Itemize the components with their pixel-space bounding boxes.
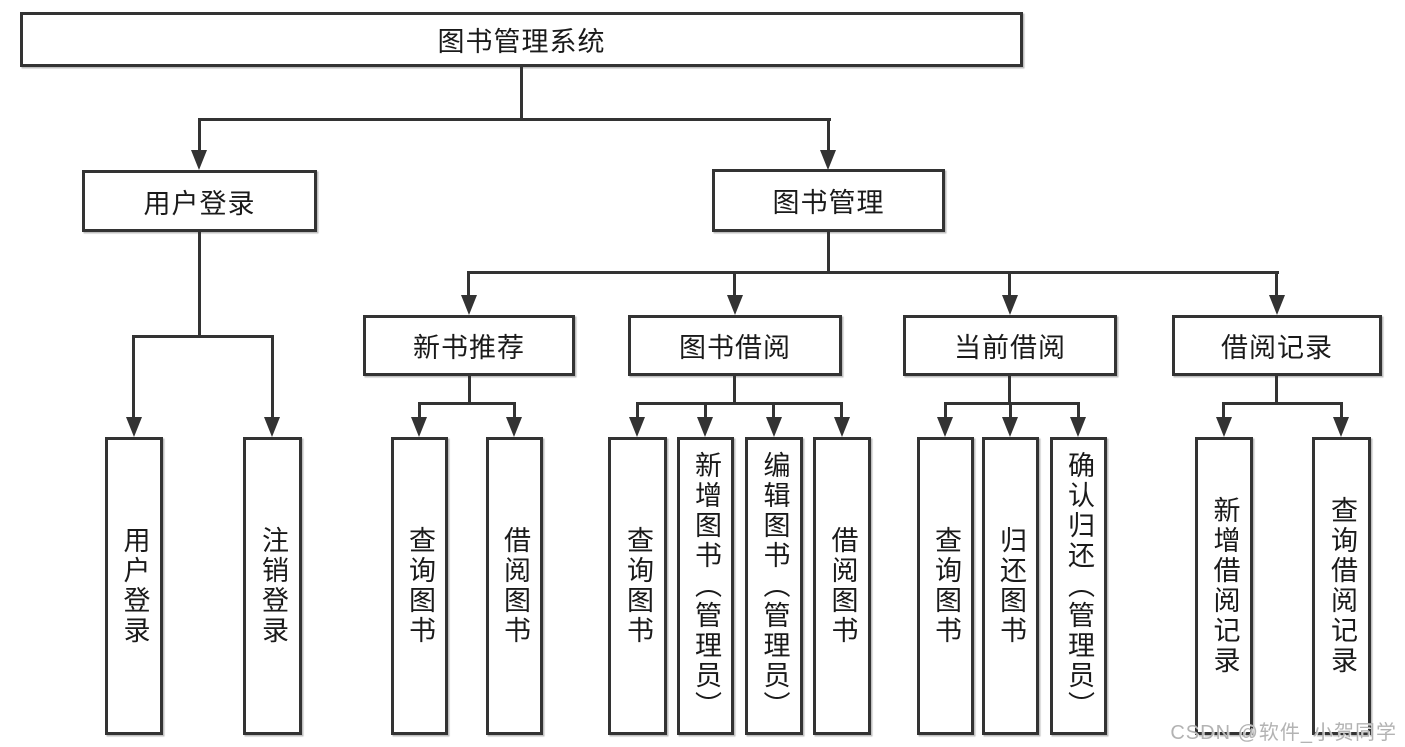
arrowhead-down-icon	[766, 417, 782, 437]
connector-line	[1340, 402, 1343, 418]
csdn-watermark: CSDN @软件_小贺同学	[1170, 722, 1397, 744]
connector-line	[467, 271, 1279, 274]
arrowhead-down-icon	[191, 150, 207, 170]
connector-line	[132, 335, 274, 338]
node-book-management: 图书管理	[712, 169, 945, 232]
arrowhead-down-icon	[1333, 417, 1349, 437]
connector-line	[1008, 376, 1011, 405]
connector-line	[418, 402, 421, 418]
arrowhead-down-icon	[727, 295, 743, 315]
connector-line	[198, 118, 831, 121]
leaf-query-book-borrow: 查询图书	[608, 437, 667, 735]
node-borrow-records: 借阅记录	[1172, 315, 1382, 376]
leaf-add-book-admin: 新增图书（管理员）	[677, 437, 734, 735]
connector-line	[944, 402, 947, 418]
leaf-user-login: 用户登录	[105, 437, 163, 735]
arrowhead-down-icon	[1269, 295, 1285, 315]
arrowhead-down-icon	[461, 295, 477, 315]
leaf-label: 确认归还（管理员）	[1064, 451, 1094, 721]
connector-line	[827, 118, 830, 152]
connector-line	[1222, 402, 1225, 418]
arrowhead-down-icon	[264, 417, 280, 437]
connector-line	[840, 402, 843, 418]
node-user-login: 用户登录	[82, 170, 317, 232]
leaf-label: 编辑图书（管理员）	[759, 451, 790, 721]
connector-line	[1008, 271, 1011, 297]
connector-line	[733, 376, 736, 405]
connector-line	[733, 271, 736, 297]
arrowhead-down-icon	[697, 417, 713, 437]
arrowhead-down-icon	[937, 417, 953, 437]
leaf-label: 新增借阅记录	[1209, 496, 1240, 676]
leaf-label: 新增图书（管理员）	[691, 451, 721, 721]
arrowhead-down-icon	[1002, 295, 1018, 315]
leaf-add-borrow-record: 新增借阅记录	[1195, 437, 1253, 735]
leaf-label: 查询图书	[931, 526, 961, 646]
leaf-query-book-current: 查询图书	[917, 437, 974, 735]
connector-line	[1275, 376, 1278, 405]
connector-line	[418, 402, 516, 405]
connector-line	[1009, 402, 1012, 418]
leaf-confirm-return-admin: 确认归还（管理员）	[1050, 437, 1107, 735]
leaf-edit-book-admin: 编辑图书（管理员）	[745, 437, 803, 735]
arrowhead-down-icon	[411, 417, 427, 437]
leaf-label: 查询图书	[405, 526, 435, 646]
leaf-query-borrow-record: 查询借阅记录	[1312, 437, 1371, 735]
connector-line	[944, 402, 1080, 405]
arrowhead-down-icon	[820, 150, 836, 170]
connector-line	[467, 271, 470, 297]
node-library-system: 图书管理系统	[20, 12, 1023, 67]
node-book-borrow: 图书借阅	[628, 315, 842, 376]
leaf-label: 注销登录	[258, 526, 288, 646]
leaf-label: 借阅图书	[500, 526, 530, 646]
arrowhead-down-icon	[1070, 417, 1086, 437]
arrowhead-down-icon	[1216, 417, 1232, 437]
connector-line	[636, 402, 843, 405]
node-new-book-recommend: 新书推荐	[363, 315, 575, 376]
connector-line	[132, 335, 135, 418]
connector-line	[827, 232, 830, 274]
arrowhead-down-icon	[1002, 417, 1018, 437]
leaf-label: 归还图书	[996, 526, 1026, 646]
leaf-label: 借阅图书	[827, 526, 858, 646]
connector-line	[468, 376, 471, 405]
connector-line	[704, 402, 707, 418]
leaf-return-book: 归还图书	[982, 437, 1039, 735]
connector-line	[1275, 271, 1278, 297]
connector-line	[1222, 402, 1343, 405]
leaf-query-book-newrec: 查询图书	[391, 437, 448, 735]
connector-line	[1077, 402, 1080, 418]
arrowhead-down-icon	[629, 417, 645, 437]
leaf-label: 用户登录	[119, 526, 150, 646]
connector-line	[513, 402, 516, 418]
connector-line	[271, 335, 274, 418]
node-current-borrow: 当前借阅	[903, 315, 1117, 376]
connector-line	[772, 402, 775, 418]
connector-line	[198, 232, 201, 338]
arrowhead-down-icon	[506, 417, 522, 437]
arrowhead-down-icon	[126, 417, 142, 437]
connector-line	[520, 67, 523, 119]
leaf-borrow-book-borrow: 借阅图书	[813, 437, 871, 735]
arrowhead-down-icon	[834, 417, 850, 437]
leaf-borrow-book-newrec: 借阅图书	[486, 437, 543, 735]
leaf-label: 查询借阅记录	[1327, 496, 1357, 676]
leaf-logout: 注销登录	[243, 437, 302, 735]
leaf-label: 查询图书	[623, 526, 653, 646]
connector-line	[198, 118, 201, 152]
connector-line	[636, 402, 639, 418]
